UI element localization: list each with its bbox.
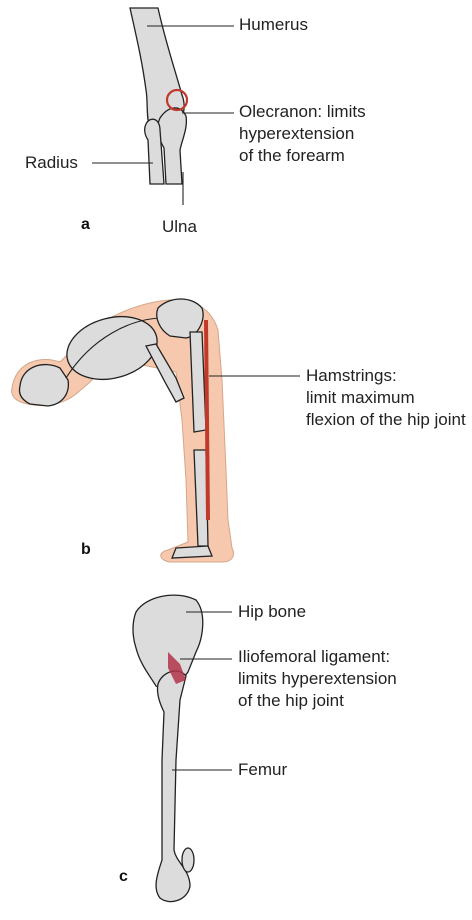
panel-a-letter: a: [81, 216, 90, 234]
skull-bone: [19, 365, 68, 406]
hip-bone-label: Hip bone: [238, 601, 306, 623]
ulna-label: Ulna: [162, 216, 197, 238]
elbow-illustration: [92, 8, 234, 205]
iliofemoral-label-line1: Iliofemoral ligament:: [238, 646, 390, 668]
femur-label: Femur: [238, 759, 287, 781]
hamstrings-label-line2: limit maximum: [306, 387, 415, 409]
humerus-label: Humerus: [239, 14, 308, 36]
hip-illustration: [133, 595, 232, 901]
hamstrings-label-line3: flexion of the hip joint: [306, 409, 466, 431]
olecranon-label-line1: Olecranon: limits: [239, 101, 366, 123]
iliofemoral-label-line2: limits hyperextension: [238, 668, 397, 690]
forward-bend-illustration: [12, 299, 300, 562]
olecranon-label-line2: hyperextension: [239, 123, 354, 145]
panel-c-letter: c: [119, 868, 128, 886]
foot-bone: [172, 546, 212, 558]
olecranon-label-line3: of the forearm: [239, 145, 345, 167]
hamstrings-label-line1: Hamstrings:: [306, 365, 397, 387]
radius-label: Radius: [25, 152, 78, 174]
patella-bone: [182, 848, 194, 872]
panel-b-letter: b: [81, 541, 91, 559]
iliofemoral-label-line3: of the hip joint: [238, 690, 344, 712]
